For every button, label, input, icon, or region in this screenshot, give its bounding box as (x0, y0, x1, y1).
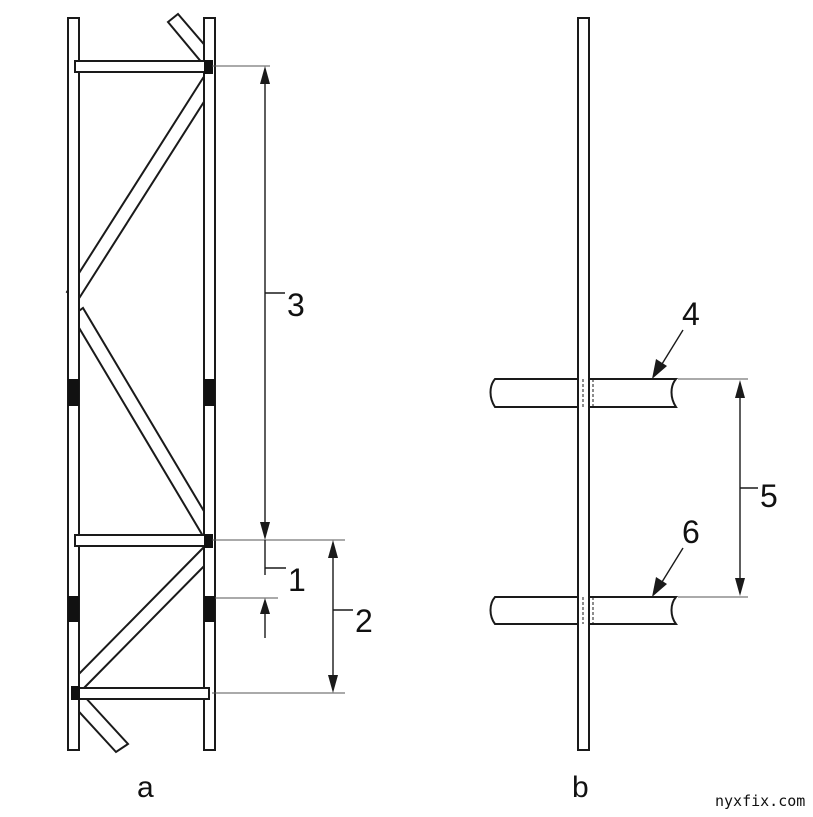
connection-pad-right-lower (204, 596, 215, 622)
beam-hook-marks (582, 379, 594, 624)
brace-bottom-stub (70, 694, 130, 754)
brace-diagonal-1 (65, 76, 216, 302)
horizontal-bar-bottom (74, 687, 210, 700)
brace-diagonal-3 (69, 546, 216, 692)
view-a-dimensions: 3 1 2 (212, 65, 373, 694)
view-a-frame (65, 12, 216, 754)
label-1: 1 (288, 562, 306, 598)
joint-middle (204, 534, 213, 548)
label-2: 2 (355, 603, 373, 639)
view-b-side (489, 17, 679, 751)
horizontal-bar-top (74, 60, 210, 73)
arrowhead-down (260, 522, 270, 540)
arrowhead-up (260, 66, 270, 84)
connection-pad-left-upper (68, 379, 79, 406)
arrowhead-pointer (652, 577, 667, 597)
connection-pad-left-lower (68, 596, 79, 622)
connection-pad-right-upper (204, 379, 215, 406)
label-4: 4 (682, 296, 700, 332)
label-3: 3 (287, 287, 305, 323)
joint-bottom (71, 686, 80, 700)
label-6: 6 (682, 514, 700, 550)
leader-arrow-6 (661, 547, 684, 583)
arrowhead-up (735, 380, 745, 398)
arrowhead-pointer (652, 359, 667, 379)
view-label-a: a (137, 771, 154, 804)
arrowhead-down (735, 578, 745, 596)
arrowhead-down (328, 675, 338, 693)
brace-diagonal-2 (70, 306, 216, 538)
leader-arrow-4 (661, 329, 684, 365)
view-label-b: b (572, 771, 589, 804)
label-5: 5 (760, 478, 778, 514)
watermark: nyxfix.com (715, 792, 805, 810)
joint-top (204, 60, 213, 74)
arrowhead-up (328, 540, 338, 558)
arrowhead-up (260, 598, 270, 614)
horizontal-bar-middle (74, 534, 210, 547)
view-b-dimensions: 5 4 6 (652, 296, 778, 598)
